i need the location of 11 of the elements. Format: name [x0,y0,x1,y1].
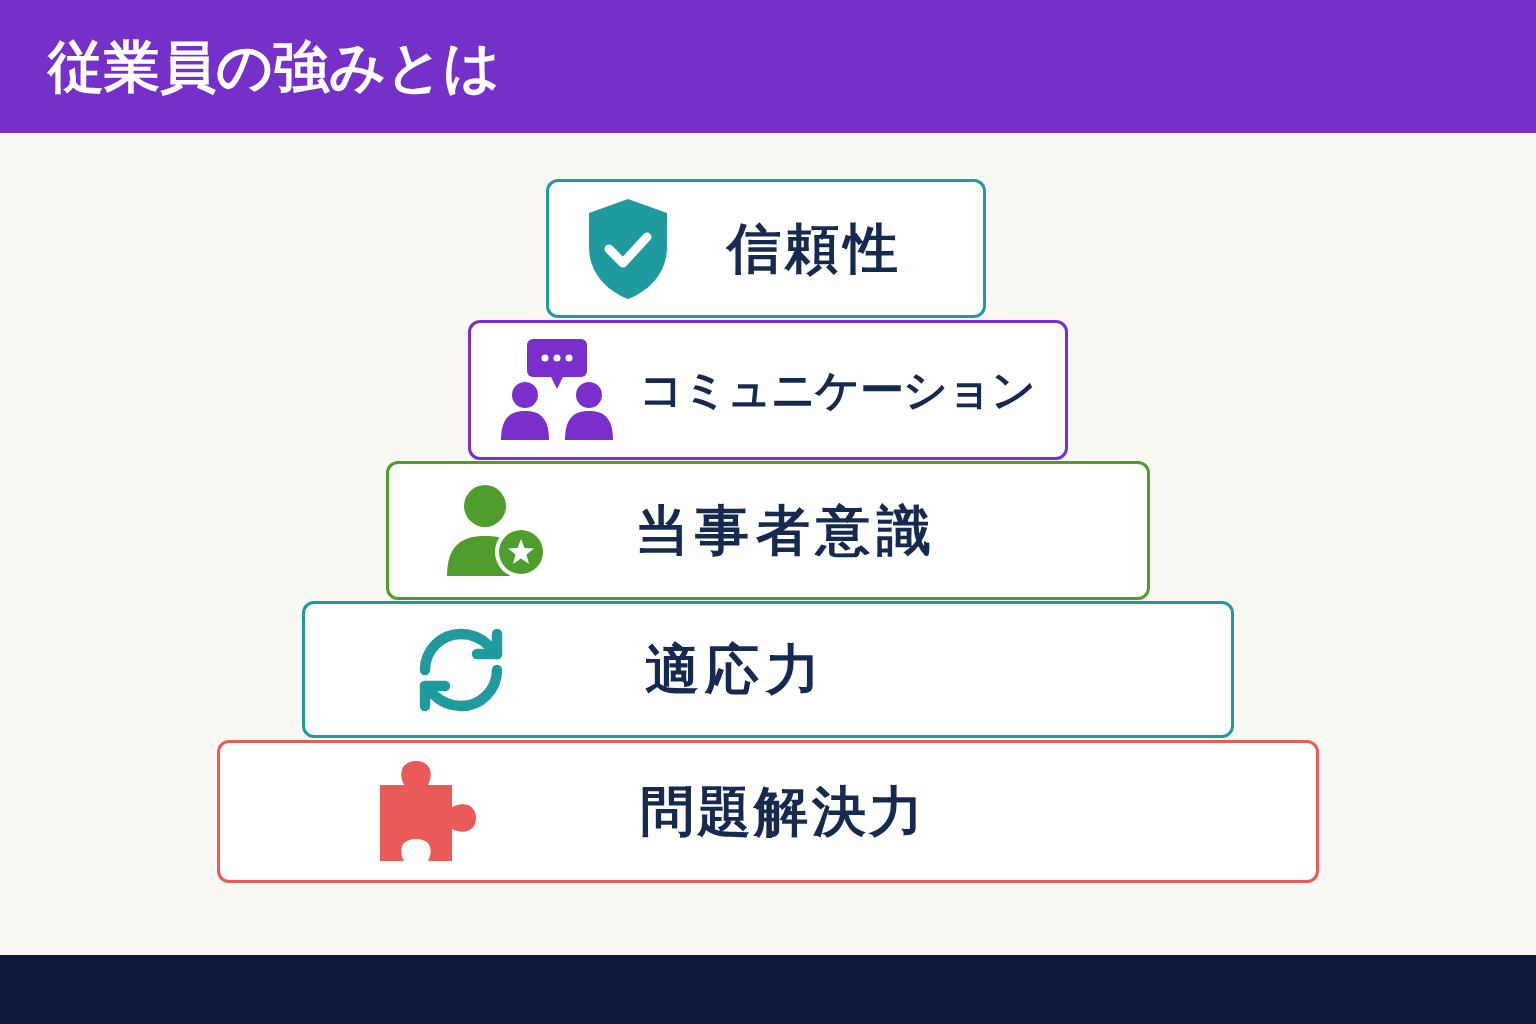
pyramid-level-box [386,461,1150,600]
level-label: 適応力 [645,642,827,697]
level-label: 信頼性 [727,221,902,276]
pyramid-level-box [468,320,1068,460]
level-label: 問題解決力 [640,784,927,839]
pyramid-level-box [546,179,986,318]
level-label: コミュニケーション [639,368,1036,412]
title: 従業員の強みとは [48,38,500,95]
pyramid-level-box [302,601,1234,738]
level-label: 当事者意識 [635,503,938,558]
pyramid-level-box [217,740,1319,883]
